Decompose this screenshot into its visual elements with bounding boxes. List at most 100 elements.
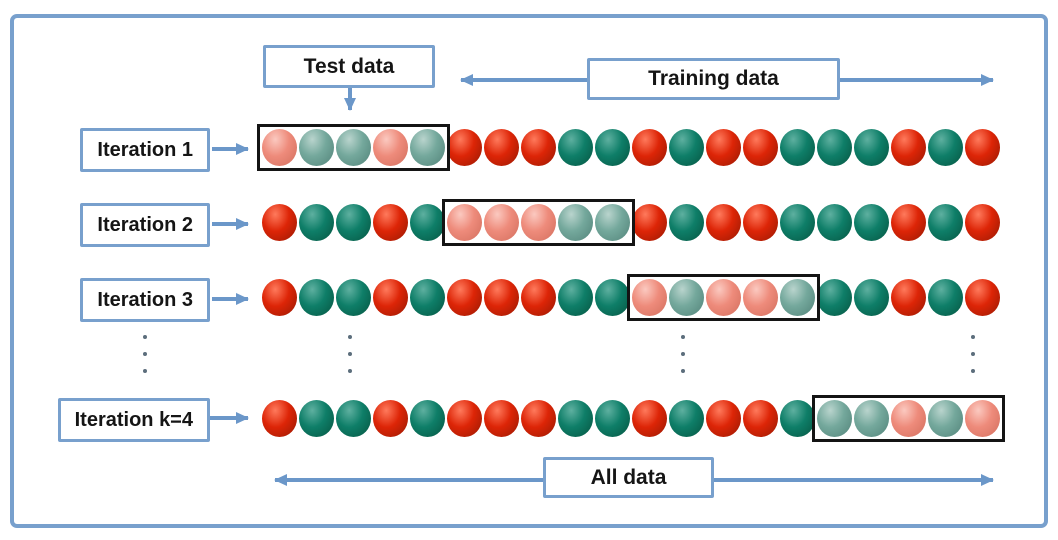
train-ball-red [373, 279, 408, 316]
train-ball-red [743, 204, 778, 241]
train-ball-teal [410, 400, 445, 437]
train-ball-red [632, 204, 667, 241]
train-ball-teal [854, 204, 889, 241]
train-ball-teal [595, 279, 630, 316]
test-ball-teal [336, 129, 371, 166]
iteration-4-label: Iteration k=4 [57, 398, 210, 442]
test-ball-red [706, 279, 741, 316]
train-ball-teal [669, 129, 704, 166]
test-ball-teal [854, 400, 889, 437]
train-ball-red [743, 129, 778, 166]
iteration-2-row [262, 199, 1002, 246]
test-ball-teal [928, 400, 963, 437]
train-ball-red [484, 129, 519, 166]
test-ball-red [484, 204, 519, 241]
train-ball-teal [410, 204, 445, 241]
test-ball-red [447, 204, 482, 241]
test-ball-red [743, 279, 778, 316]
train-ball-red [891, 204, 926, 241]
train-ball-teal [336, 279, 371, 316]
iteration-3-label: Iteration 3 [80, 278, 210, 322]
train-ball-red [447, 279, 482, 316]
test-ball-teal [780, 279, 815, 316]
train-ball-teal [928, 279, 963, 316]
ball-sequence [262, 400, 1002, 437]
train-ball-red [521, 129, 556, 166]
training-data-label: Training data [587, 58, 840, 100]
train-ball-red [447, 129, 482, 166]
test-ball-teal [669, 279, 704, 316]
train-ball-teal [299, 204, 334, 241]
train-ball-teal [854, 279, 889, 316]
train-ball-teal [558, 279, 593, 316]
train-ball-red [262, 400, 297, 437]
test-ball-red [373, 129, 408, 166]
train-ball-teal [817, 279, 852, 316]
ellipsis-dots-2 [679, 335, 687, 373]
test-ball-teal [410, 129, 445, 166]
train-ball-teal [817, 129, 852, 166]
train-ball-teal [558, 129, 593, 166]
train-ball-red [373, 204, 408, 241]
train-ball-red [965, 279, 1000, 316]
iteration-1-row [257, 124, 1002, 171]
train-ball-teal [336, 204, 371, 241]
train-ball-red [965, 204, 1000, 241]
train-ball-teal [410, 279, 445, 316]
train-ball-teal [299, 400, 334, 437]
train-ball-teal [854, 129, 889, 166]
train-ball-teal [928, 129, 963, 166]
ellipsis-dots-labels [141, 335, 149, 373]
train-ball-teal [780, 129, 815, 166]
train-ball-red [965, 129, 1000, 166]
ball-sequence [262, 129, 1002, 166]
train-ball-teal [595, 129, 630, 166]
train-ball-red [706, 400, 741, 437]
train-ball-teal [336, 400, 371, 437]
test-ball-red [262, 129, 297, 166]
train-ball-teal [817, 204, 852, 241]
train-ball-red [262, 279, 297, 316]
train-ball-teal [558, 400, 593, 437]
iteration-2-label: Iteration 2 [80, 203, 210, 247]
train-ball-red [521, 400, 556, 437]
train-ball-teal [780, 400, 815, 437]
train-ball-teal [669, 204, 704, 241]
train-ball-red [447, 400, 482, 437]
train-ball-red [632, 400, 667, 437]
iteration-3-row [262, 274, 1002, 321]
test-ball-teal [817, 400, 852, 437]
train-ball-red [484, 400, 519, 437]
train-ball-teal [669, 400, 704, 437]
train-ball-red [373, 400, 408, 437]
train-ball-teal [595, 400, 630, 437]
test-ball-red [632, 279, 667, 316]
iteration-1-label: Iteration 1 [80, 128, 210, 172]
all-data-label: All data [543, 457, 714, 498]
train-ball-red [632, 129, 667, 166]
train-ball-teal [928, 204, 963, 241]
test-data-label: Test data [263, 45, 435, 88]
outer-frame [10, 14, 1048, 528]
test-ball-red [891, 400, 926, 437]
train-ball-red [706, 129, 741, 166]
train-ball-teal [299, 279, 334, 316]
test-ball-red [521, 204, 556, 241]
train-ball-red [484, 279, 519, 316]
ball-sequence [262, 279, 1002, 316]
test-ball-teal [558, 204, 593, 241]
train-ball-red [891, 279, 926, 316]
train-ball-red [262, 204, 297, 241]
ellipsis-dots-1 [346, 335, 354, 373]
train-ball-teal [780, 204, 815, 241]
ball-sequence [262, 204, 1002, 241]
test-ball-teal [299, 129, 334, 166]
ellipsis-dots-3 [969, 335, 977, 373]
train-ball-red [706, 204, 741, 241]
test-ball-red [965, 400, 1000, 437]
iteration-4-row [262, 395, 1005, 442]
train-ball-red [521, 279, 556, 316]
test-ball-teal [595, 204, 630, 241]
train-ball-red [891, 129, 926, 166]
